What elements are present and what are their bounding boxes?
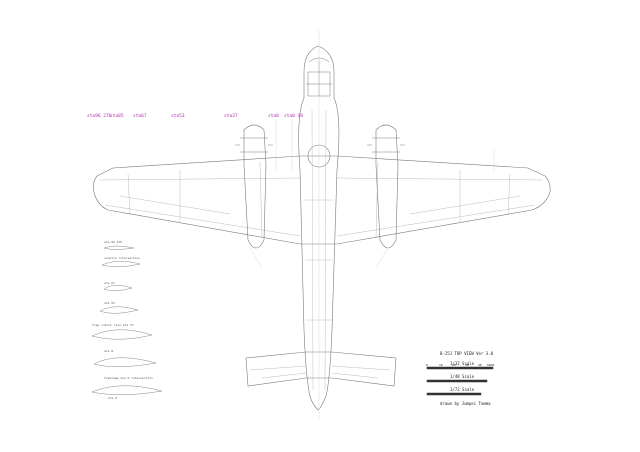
airfoil-profiles [91, 245, 163, 396]
profile-label: flap cutout line sta 37 [92, 323, 134, 327]
station-label: sta8 [268, 114, 279, 119]
profile-label: sta 0 [108, 396, 118, 400]
profile-label: sta 53 [104, 301, 115, 305]
scale-tick: 40 [478, 363, 482, 367]
scale-tick: 0 [426, 363, 428, 367]
station-label: sta67 [133, 114, 147, 119]
station-label: sta37 [224, 114, 238, 119]
fuselage-outline [298, 45, 340, 411]
station-label: sta96 276 [87, 114, 112, 119]
left-nacelle [243, 124, 267, 249]
scale-label: 1/32 Scale [450, 361, 475, 366]
scale-bars [426, 366, 494, 396]
reference-lines [249, 30, 495, 420]
profile-label: nacelle intersection [104, 256, 141, 260]
scale-tick: 30 [465, 363, 469, 367]
scale-tick: 10 [439, 363, 443, 367]
wing-panel-lines [99, 161, 544, 239]
profile-label: sta 67 [104, 281, 115, 285]
engine-cowl-lines [235, 137, 405, 153]
station-label: sta53 [171, 114, 185, 119]
wing-outline [93, 155, 551, 245]
author-credit: drawn by Jumpei Temma [440, 401, 491, 406]
profile-label: sta.96 276 [104, 240, 123, 244]
right-nacelle [375, 124, 399, 249]
station-label: sta0 18 [284, 114, 303, 119]
profile-label: fuselage sta 0 intersection [104, 376, 153, 380]
profile-label: sta 8 [104, 349, 114, 353]
scale-tick: 50mm [487, 363, 495, 367]
station-label: sta85 [110, 114, 124, 119]
scale-label: 1/72 Scale [450, 387, 475, 392]
drawing-title: B-25J TOP VIEW Ver 3.0 [440, 351, 493, 356]
horizontal-stabilizer [245, 351, 397, 387]
scale-label: 1/48 Scale [450, 374, 475, 379]
scale-tick: 20 [452, 363, 456, 367]
stabilizer-panel-lines [249, 365, 391, 379]
